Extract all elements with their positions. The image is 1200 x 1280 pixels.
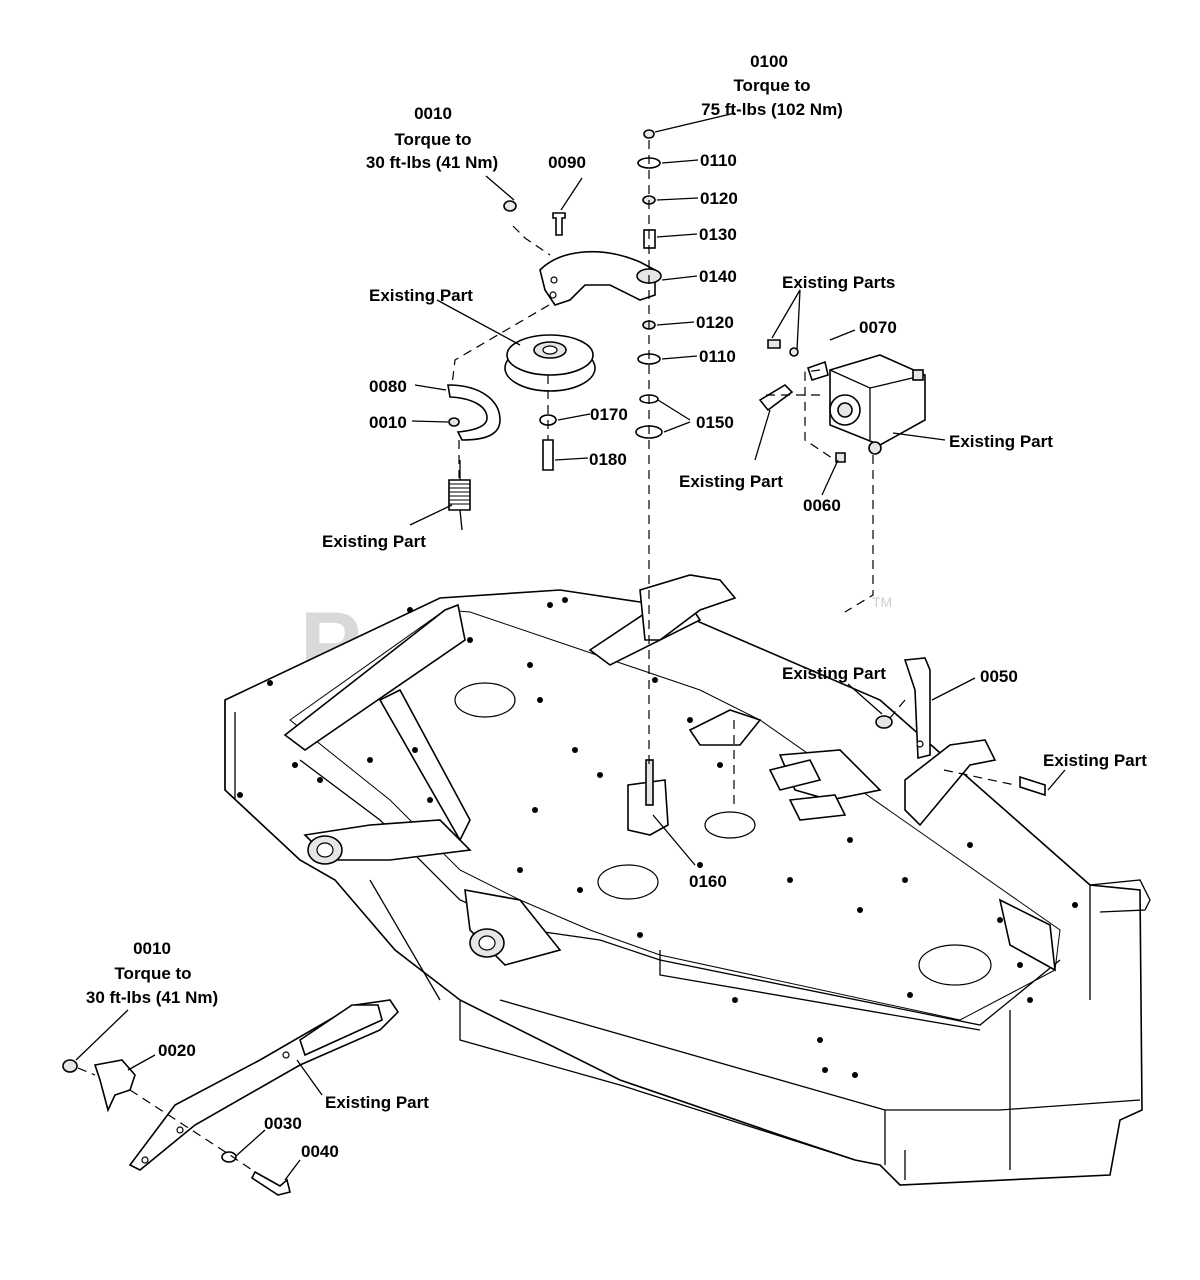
label-0010-top-torque-line1: Torque to	[394, 130, 471, 149]
label-existing-spring: Existing Part	[322, 532, 426, 551]
label-0030: 0030	[264, 1114, 302, 1133]
label-0170: 0170	[590, 405, 628, 424]
leader-lines	[75, 112, 1066, 1181]
label-0100: 0100	[750, 52, 788, 71]
bracket-0050-assembly	[875, 657, 1046, 827]
label-existing-shield: Existing Part	[679, 472, 783, 491]
label-0120-top: 0120	[700, 189, 738, 208]
label-existing-bolt: Existing Part	[1043, 751, 1147, 770]
label-0010-bottom-torque-line2: 30 ft-lbs (41 Nm)	[86, 988, 218, 1007]
label-0010-top: 0010	[414, 104, 452, 123]
label-existing-parts-top: Existing Parts	[782, 273, 895, 292]
label-0110-top: 0110	[700, 151, 737, 170]
label-existing-nut: Existing Part	[782, 664, 886, 683]
label-0100-torque-line1: Torque to	[733, 76, 810, 95]
label-0010-left: 0010	[369, 413, 407, 432]
lift-arm-assembly	[62, 999, 400, 1196]
label-existing-arm: Existing Part	[325, 1093, 429, 1112]
label-existing-gearbox: Existing Part	[949, 432, 1053, 451]
label-0110-bottom: 0110	[699, 347, 736, 366]
label-0140: 0140	[699, 267, 737, 286]
label-0180: 0180	[589, 450, 627, 469]
label-0020: 0020	[158, 1041, 196, 1060]
label-0070: 0070	[859, 318, 897, 337]
label-0130: 0130	[699, 225, 737, 244]
label-0080: 0080	[369, 377, 407, 396]
label-0120-bottom: 0120	[696, 313, 734, 332]
label-0010-bottom: 0010	[133, 939, 171, 958]
label-0090: 0090	[548, 153, 586, 172]
label-0060: 0060	[803, 496, 841, 515]
label-0150: 0150	[696, 413, 734, 432]
label-0100-torque-line2: 75 ft-lbs (102 Nm)	[701, 100, 843, 119]
label-0010-top-torque-line2: 30 ft-lbs (41 Nm)	[366, 153, 498, 172]
dashed-assembly-lines	[77, 140, 1016, 1173]
label-0010-bottom-torque-line1: Torque to	[114, 964, 191, 983]
watermark-trademark: TM	[872, 594, 892, 610]
label-existing-pulley: Existing Part	[369, 286, 473, 305]
label-0160: 0160	[689, 872, 727, 891]
idler-assembly	[447, 129, 663, 531]
callout-labels: 0100 Torque to 75 ft-lbs (102 Nm) 0010 T…	[86, 52, 1147, 1161]
gearbox-assembly	[758, 339, 926, 463]
mower-deck	[224, 574, 1151, 1186]
label-0040: 0040	[301, 1142, 339, 1161]
label-0050: 0050	[980, 667, 1018, 686]
